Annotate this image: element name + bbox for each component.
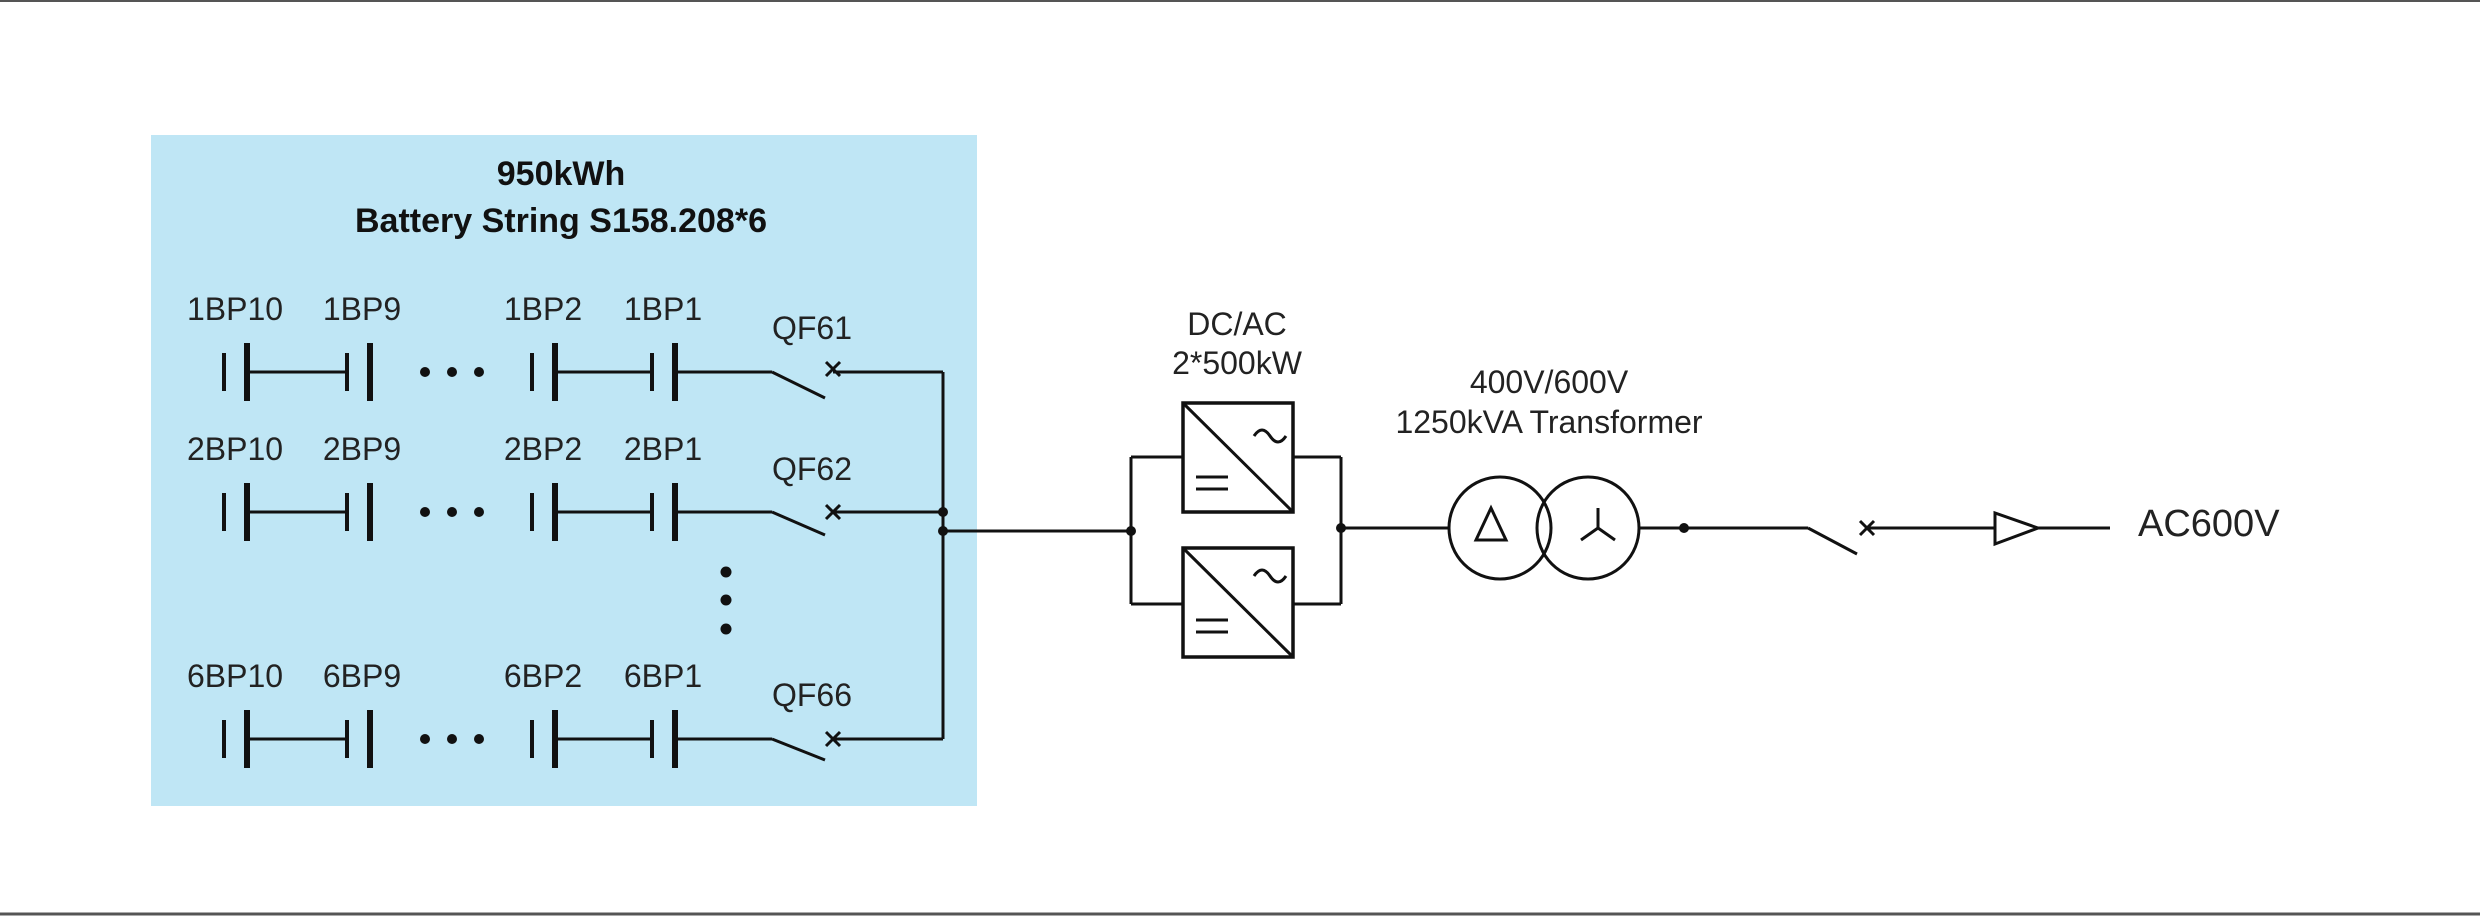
dc-bus [938,372,1131,739]
battery-cells-graphic [222,343,943,401]
string-ellipsis [720,566,732,635]
battery-string-6: 6BP10 6BP9 6BP2 6BP1 QF66 [187,658,943,768]
transformer-graphic [1447,475,1641,581]
cell-label: 2BP10 [187,431,283,467]
output-arrow-icon [1993,510,2043,547]
breaker-label: QF62 [772,451,852,487]
converter-label: DC/AC [1187,306,1287,342]
battery-block [151,135,977,806]
cell-label: 6BP1 [624,658,702,694]
converter-rating: 2*500kW [1172,345,1303,381]
output-voltage-label: AC600V [2138,503,2280,545]
breaker-label: QF61 [772,310,852,346]
cell-label: 2BP9 [323,431,401,467]
cell-label: 1BP1 [624,291,702,327]
wye-winding-icon [1580,508,1616,542]
transformer-voltage: 400V/600V [1470,364,1629,400]
battery-string-2: 2BP10 2BP9 2BP2 2BP1 QF62 [187,431,943,541]
cell-label: 6BP9 [323,658,401,694]
cell-label: 1BP9 [323,291,401,327]
battery-cells-graphic [222,483,943,541]
output-feeder [1639,510,2110,556]
converter-graphic [1126,401,1450,659]
cell-label: 2BP1 [624,431,702,467]
delta-winding-icon [1473,504,1509,542]
battery-capacity-title: 950kWh [497,155,626,193]
cell-label: 2BP2 [504,431,582,467]
breaker-label: QF66 [772,677,852,713]
cell-label: 1BP2 [504,291,582,327]
transformer-rating: 1250kVA Transformer [1395,404,1702,440]
inverter-1 [1181,401,1295,514]
cell-label: 6BP10 [187,658,283,694]
battery-string-1: 1BP10 1BP9 1BP2 1BP1 QF61 [187,291,943,401]
battery-string-title: Battery String S158.208*6 [355,202,767,240]
cell-label: 1BP10 [187,291,283,327]
cell-label: 6BP2 [504,658,582,694]
inverter-2 [1181,546,1295,659]
battery-cells-graphic [222,710,943,768]
